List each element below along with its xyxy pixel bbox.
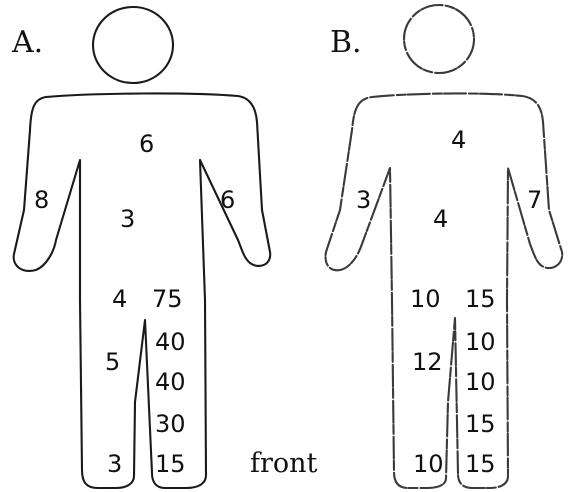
figure-b-right-leg-value: 12 (412, 348, 443, 376)
figure-b-abdomen-value: 4 (433, 205, 448, 233)
figure-b-right-foot-value: 10 (413, 450, 444, 478)
figure-b-left-leg-value-4: 15 (465, 410, 496, 438)
figure-a-left-leg-value-2: 40 (155, 328, 186, 356)
figure-a: A. (11, 7, 270, 488)
figure-b-values: 4 3 4 7 10 12 10 15 10 10 15 15 (356, 126, 542, 478)
figure-a-head (93, 7, 173, 83)
figure-a-chest-value: 6 (139, 130, 154, 158)
figure-a-left-leg-value-4: 30 (155, 410, 186, 438)
figure-a-abdomen-value: 3 (120, 205, 135, 233)
figure-b-left-arm-value: 7 (527, 186, 542, 214)
figure-b-letter: B. (330, 25, 362, 60)
figure-a-right-foot-value: 3 (107, 450, 122, 478)
figure-b: B. (326, 5, 563, 488)
figure-b-left-leg-value-1: 15 (465, 285, 496, 313)
figure-a-left-arm-value: 6 (220, 186, 235, 214)
figure-b-right-arm-value: 3 (356, 186, 371, 214)
figure-b-right-thigh-value: 10 (410, 285, 441, 313)
figure-b-body-outline (326, 93, 563, 488)
figure-a-letter: A. (11, 25, 43, 60)
figure-a-left-leg-value-3: 40 (155, 368, 186, 396)
figure-b-head (404, 5, 474, 73)
figure-a-left-leg-value-1: 75 (152, 285, 183, 313)
figure-a-right-leg-value: 5 (105, 348, 120, 376)
view-caption: front (250, 448, 318, 479)
figure-a-right-arm-value: 8 (34, 186, 49, 214)
figure-b-left-leg-value-5: 15 (465, 450, 496, 478)
figure-b-chest-value: 4 (451, 126, 466, 154)
figure-a-right-thigh-value: 4 (112, 285, 127, 313)
figure-b-left-leg-value-3: 10 (465, 368, 496, 396)
figure-b-left-leg-value-2: 10 (465, 328, 496, 356)
figure-a-left-leg-value-5: 15 (155, 450, 186, 478)
